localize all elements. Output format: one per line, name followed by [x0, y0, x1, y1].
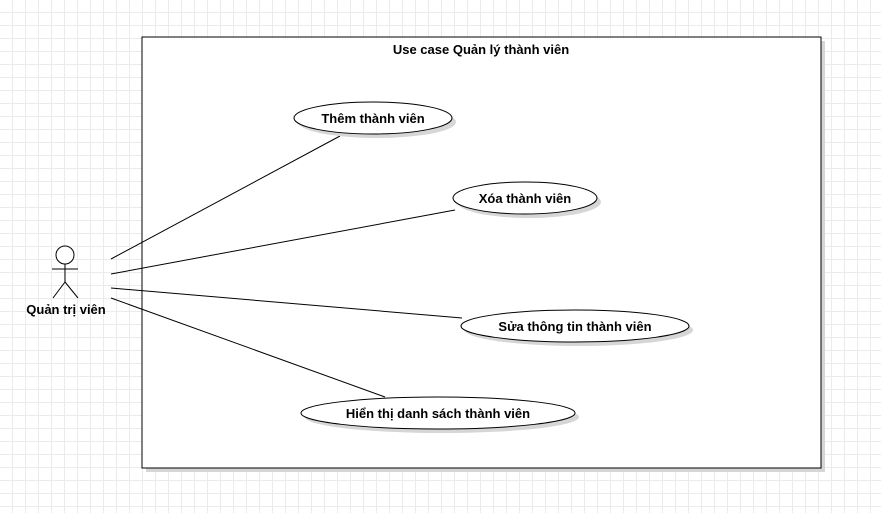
actor-quan-tri-vien: Quản trị viên: [26, 245, 106, 317]
actor-name: Quản trị viên: [26, 302, 106, 317]
association-them: [110, 135, 341, 260]
use-case-label: Xóa thành viên: [479, 191, 572, 206]
use-case-xoa-thanh-vien[interactable]: Xóa thành viên: [452, 181, 601, 218]
use-case-them-thanh-vien[interactable]: Thêm thành viên: [293, 101, 456, 138]
associations: [110, 135, 463, 398]
association-xoa: [110, 209, 456, 275]
use-case-label: Hiển thị danh sách thành viên: [346, 406, 530, 421]
use-case-sua-thong-tin-thanh-vien[interactable]: Sửa thông tin thành viên: [460, 309, 693, 346]
actor-stick-figure-icon: [52, 245, 79, 299]
association-hien-thi: [110, 297, 386, 398]
use-case-hien-thi-danh-sach-thanh-vien[interactable]: Hiển thị danh sách thành viên: [300, 396, 579, 433]
system-title: Use case Quản lý thành viên: [393, 42, 569, 57]
system-boundary: Use case Quản lý thành viên: [141, 36, 825, 472]
use-case-label: Sửa thông tin thành viên: [498, 319, 651, 334]
association-sua: [110, 287, 463, 319]
use-case-label: Thêm thành viên: [321, 111, 424, 126]
